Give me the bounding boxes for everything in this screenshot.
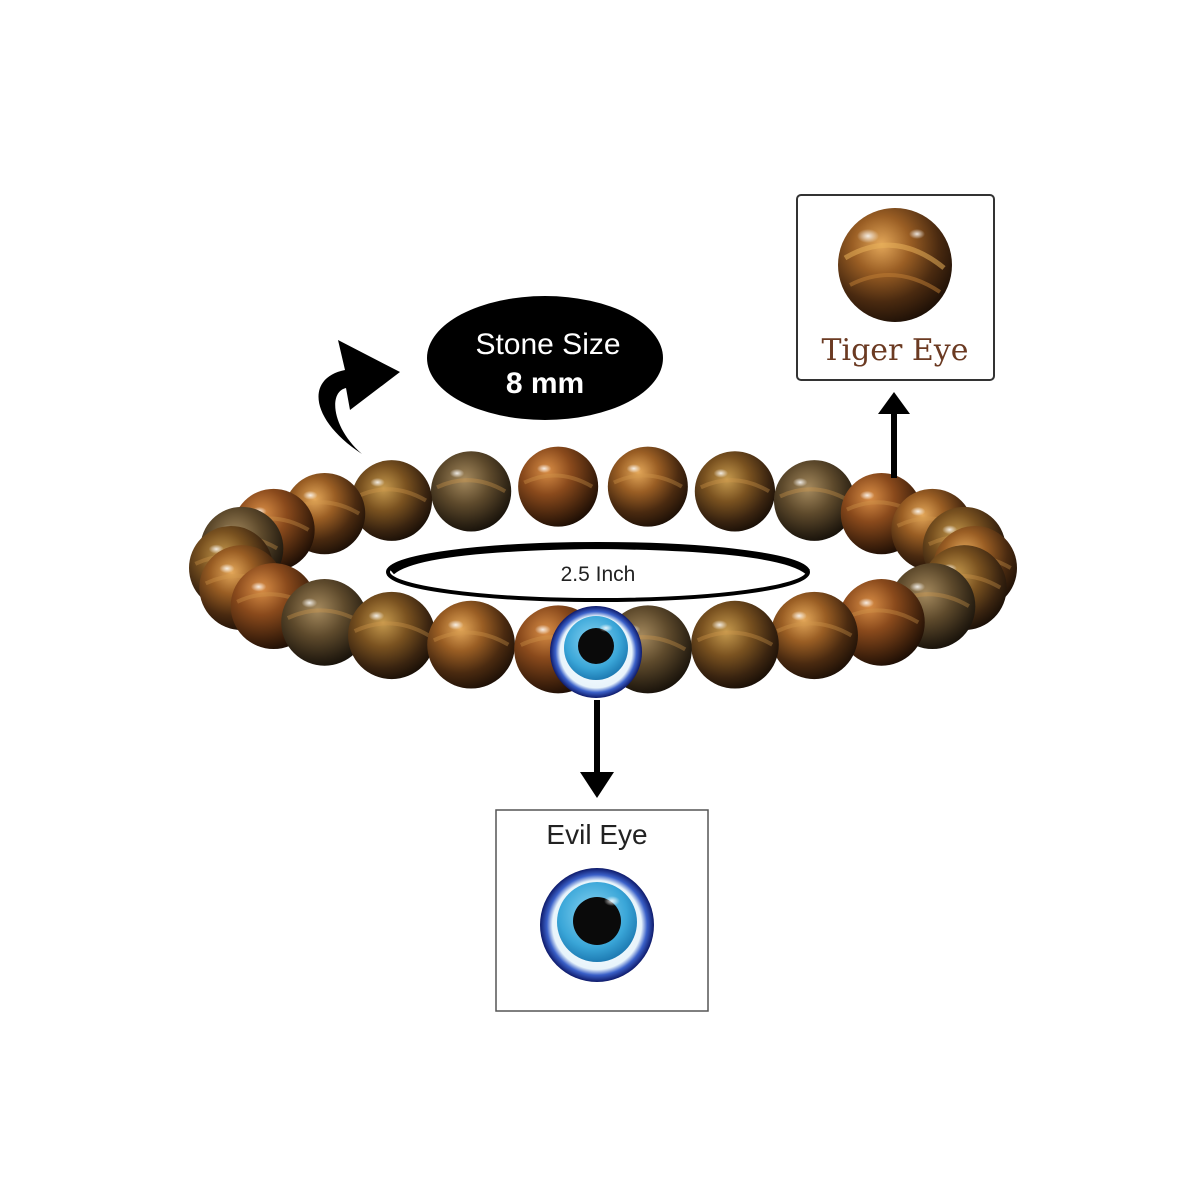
diameter-label: 2.5 Inch [561, 563, 636, 586]
stone-size-line1: Stone Size [475, 328, 620, 361]
evil-eye-callout: Evil Eye [495, 700, 709, 1012]
evil-eye-bead [550, 606, 642, 698]
stone-size-badge: Stone Size 8 mm [427, 296, 663, 420]
tiger-eye-bead-icon [838, 208, 952, 322]
tiger-eye-bead [518, 446, 599, 527]
tiger-eye-callout: Tiger Eye [796, 194, 995, 478]
arrow-down-icon [580, 772, 614, 798]
evil-eye-bead-icon [540, 868, 654, 982]
tiger-eye-bead [430, 451, 512, 532]
tiger-eye-label: Tiger Eye [821, 333, 968, 368]
tiger-eye-bead [348, 591, 436, 680]
stone-size-line2: 8 mm [506, 367, 584, 400]
tiger-eye-bead [773, 460, 855, 541]
tiger-eye-bead [427, 600, 515, 689]
evil-eye-label: Evil Eye [546, 819, 647, 850]
arrow-up-icon [878, 392, 910, 414]
bracelet-front-row [199, 545, 1007, 694]
tiger-eye-bead [607, 446, 688, 527]
diameter-indicator: 2.5 Inch [386, 542, 810, 602]
tiger-eye-bead [281, 579, 368, 666]
tiger-eye-bead [691, 600, 779, 689]
tiger-eye-bead [694, 451, 776, 532]
tiger-eye-bead [770, 591, 858, 680]
curved-arrow-icon [318, 340, 400, 454]
tiger-eye-bead [351, 460, 433, 541]
